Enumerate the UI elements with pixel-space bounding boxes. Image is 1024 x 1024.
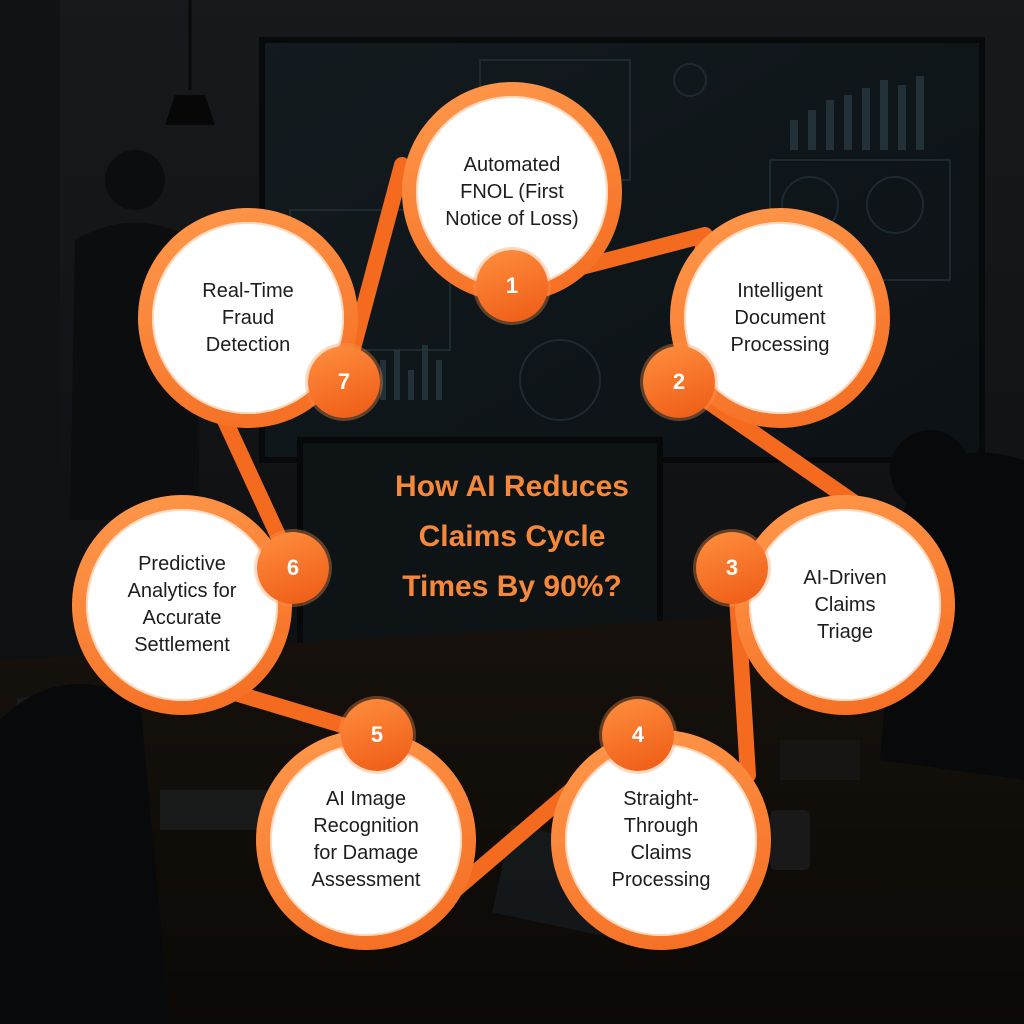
- step-4-label: Straight- Through Claims Processing: [611, 788, 711, 891]
- title-line-2: Claims Cycle: [418, 520, 606, 553]
- step-3-label: AI-Driven Claims Triage: [803, 566, 887, 643]
- step-1-badge: 1: [476, 250, 548, 322]
- step-disc: Intelligent Document Processing: [684, 222, 876, 414]
- step-1-node: Automated FNOL (First Notice of Loss): [402, 82, 622, 302]
- step-5-label: AI Image Recognition for Damage Assessme…: [311, 788, 421, 891]
- step-6-node: Predictive Analytics for Accurate Settle…: [72, 495, 292, 715]
- step-5-node: AI Image Recognition for Damage Assessme…: [256, 730, 476, 950]
- step-2-label: Intelligent Document Processing: [730, 279, 830, 356]
- title-line-3: Times By 90%?: [402, 570, 622, 603]
- step-7-label: Real-Time Fraud Detection: [202, 279, 294, 356]
- step-disc: Straight- Through Claims Processing: [565, 744, 757, 936]
- step-disc: AI Image Recognition for Damage Assessme…: [270, 744, 462, 936]
- step-4-badge: 4: [602, 699, 674, 771]
- step-5-badge: 5: [341, 699, 413, 771]
- step-disc: Predictive Analytics for Accurate Settle…: [86, 509, 278, 701]
- step-3-badge: 3: [696, 532, 768, 604]
- step-3-node: AI-Driven Claims Triage: [735, 495, 955, 715]
- step-6-badge: 6: [257, 532, 329, 604]
- step-7-badge: 7: [308, 346, 380, 418]
- step-2-badge: 2: [643, 346, 715, 418]
- step-7-node: Real-Time Fraud Detection: [138, 208, 358, 428]
- step-4-node: Straight- Through Claims Processing: [551, 730, 771, 950]
- diagram-title: How AI Reduces Claims Cycle Times By 90%…: [352, 462, 672, 612]
- step-disc: AI-Driven Claims Triage: [749, 509, 941, 701]
- title-line-1: How AI Reduces: [395, 470, 629, 503]
- step-2-node: Intelligent Document Processing: [670, 208, 890, 428]
- step-6-label: Predictive Analytics for Accurate Settle…: [127, 553, 237, 656]
- step-1-label: Automated FNOL (First Notice of Loss): [445, 153, 579, 230]
